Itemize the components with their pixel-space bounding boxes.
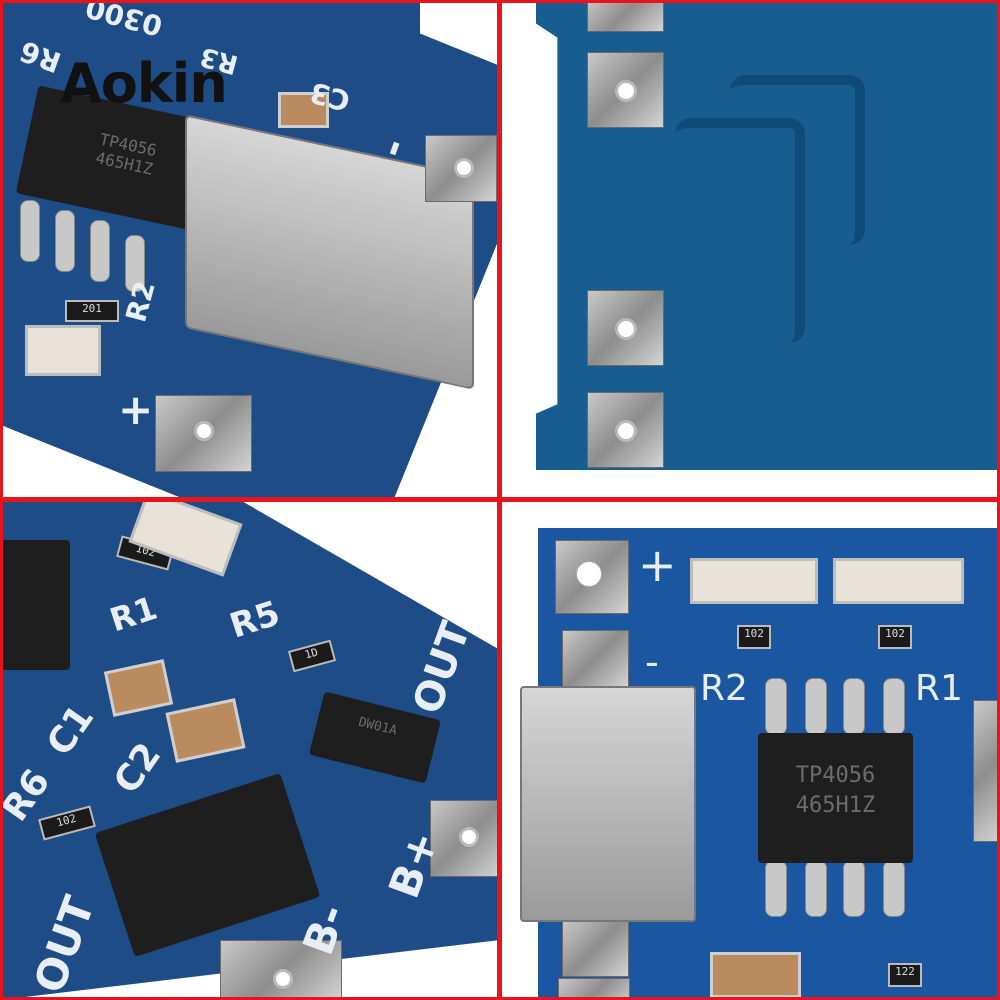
solder-pad-plus: [555, 540, 629, 614]
chip-pin: [843, 860, 865, 917]
led-charging: [690, 558, 818, 604]
chip-pin: [765, 678, 787, 735]
solder-pad: [562, 630, 629, 687]
solder-pad: [587, 290, 664, 366]
chip-pin: [20, 200, 40, 262]
chip-pin: [843, 678, 865, 735]
panel-top-right: [500, 0, 1000, 500]
solder-pad: [587, 392, 664, 468]
chip-pin: [55, 210, 75, 272]
solder-pad: [155, 395, 252, 472]
chip-pin: [883, 860, 905, 917]
capacitor: [278, 92, 329, 128]
solder-pad: [558, 978, 630, 1000]
silk-r2: R2: [700, 668, 748, 709]
resistor-r1: 102: [878, 625, 912, 649]
solder-pad: [587, 0, 664, 32]
chip-label-2: 465H1Z: [795, 793, 876, 818]
silk-minus: -: [645, 640, 659, 684]
silk-plus: +: [638, 538, 677, 592]
tp4056-chip: TP4056 465H1Z: [758, 733, 913, 863]
silk-plus: +: [118, 385, 154, 434]
panel-bottom-right: 102 102 122 TP4056 465H1Z + R2 R1 -: [500, 500, 1000, 1000]
pcb-trace: [675, 118, 805, 343]
led-standby: [833, 558, 964, 604]
chip-pin: [805, 860, 827, 917]
solder-pad: [430, 800, 500, 877]
chip-pin: [90, 220, 110, 282]
resistor: 201: [65, 300, 119, 322]
led: [25, 325, 101, 376]
solder-pad: [562, 920, 629, 977]
resistor-r2: 102: [737, 625, 771, 649]
chip-pin: [125, 235, 145, 292]
capacitor: [710, 952, 801, 998]
solder-pad-edge: [973, 700, 1000, 842]
solder-pad: [220, 940, 342, 1000]
chip-pin: [765, 860, 787, 917]
chip-label-1: TP4056: [795, 763, 876, 788]
micro-usb-connector: [520, 686, 696, 922]
silk-r1: R1: [915, 668, 963, 709]
pcb-trace: [730, 75, 865, 245]
resistor: 122: [888, 963, 922, 987]
brand-watermark: Aokin: [60, 52, 228, 115]
panel-top-left: TP4056 465H1Z 201 R3 0300 R6 C3 R2 + - A…: [0, 0, 500, 500]
panel-bottom-left: DW01A 102 102 1D R1 R5 C1 C2 R6 OUT B+ B…: [0, 500, 500, 1000]
chip-pin: [883, 678, 905, 735]
border-vertical-divider: [497, 0, 502, 1000]
chip-pin: [805, 678, 827, 735]
chip-edge: [0, 540, 70, 670]
solder-pad: [587, 52, 664, 128]
solder-pad: [425, 135, 497, 202]
